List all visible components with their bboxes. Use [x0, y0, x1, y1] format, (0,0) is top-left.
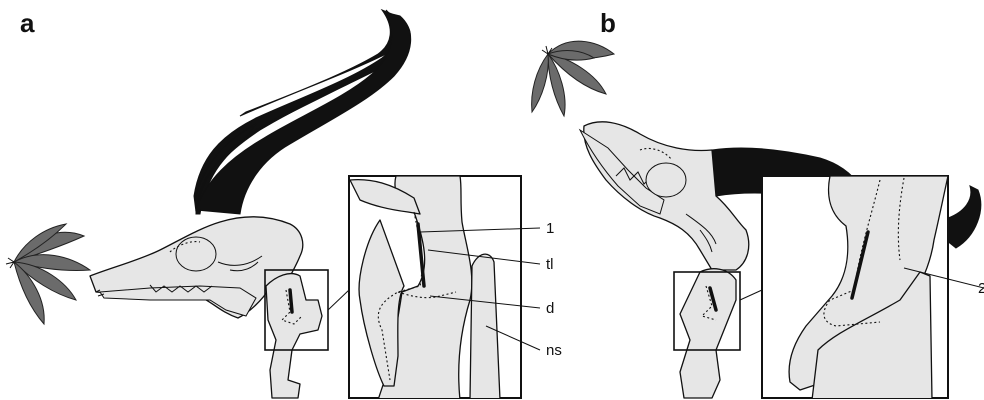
panel-a: a	[6, 8, 562, 400]
label-ns: ns	[546, 342, 562, 359]
inset-a	[349, 176, 540, 400]
vertebra-illustration	[266, 274, 322, 398]
label-d: d	[546, 300, 554, 317]
inset-b	[762, 176, 984, 400]
label-2: 2	[978, 280, 984, 297]
panel-b: b	[532, 8, 984, 400]
panel-a-letter: a	[20, 8, 35, 38]
label-tl: tl	[546, 256, 554, 273]
leaf-cluster-icon	[532, 41, 614, 116]
vertebra-illustration	[680, 269, 736, 398]
panel-b-letter: b	[600, 8, 616, 38]
leaf-cluster-icon	[6, 224, 90, 324]
label-1: 1	[546, 220, 554, 237]
